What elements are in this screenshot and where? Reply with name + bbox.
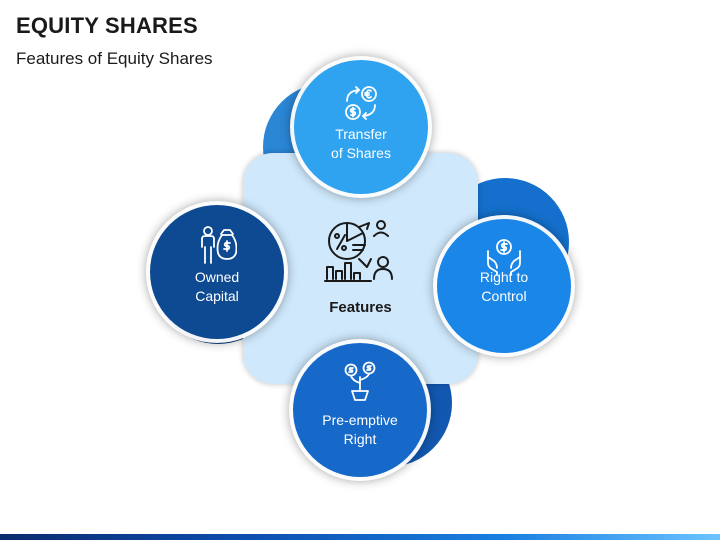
transfer-line1: Transfer [335,126,387,142]
money-plant-icon [344,361,376,401]
pre-emptive-right-circle [293,343,427,477]
page-title: EQUITY SHARES [16,13,198,38]
transfer-of-shares-circle [294,60,428,194]
transfer-of-shares-label: Transfer of Shares [294,125,428,163]
currency-exchange-icon [345,86,377,120]
owned-line2: Capital [195,288,239,304]
transfer-line2: of Shares [331,145,391,161]
owned-line1: Owned [194,269,240,285]
control-line1: Right to [479,269,529,285]
pre-emptive-right-label: Pre-emptive Right [293,411,427,449]
control-line2: Control [481,288,527,304]
pie-chart-people-icon [324,220,393,282]
hands-dollar-icon [487,239,521,276]
owned-capital-label: Owned Capital [150,268,284,306]
right-to-control-label: Right to Control [437,268,571,306]
page-subtitle: Features of Equity Shares [16,49,213,68]
preemptive-line2: Right [343,431,377,447]
features-label: Features [329,299,392,316]
footer-gradient-bar [0,534,720,540]
preemptive-line1: Pre-emptive [322,412,398,428]
owned-capital-circle [150,205,284,339]
person-money-bag-icon [201,226,237,264]
